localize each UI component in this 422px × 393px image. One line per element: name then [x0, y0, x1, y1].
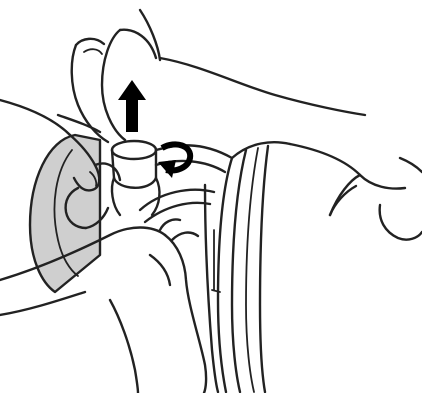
arrow-up-icon: [118, 80, 146, 132]
grey-disc: [30, 135, 100, 292]
right-arm: [160, 58, 422, 240]
collar: [140, 190, 214, 222]
tubing-bundle: [205, 142, 290, 392]
upper-hand: [58, 10, 160, 142]
